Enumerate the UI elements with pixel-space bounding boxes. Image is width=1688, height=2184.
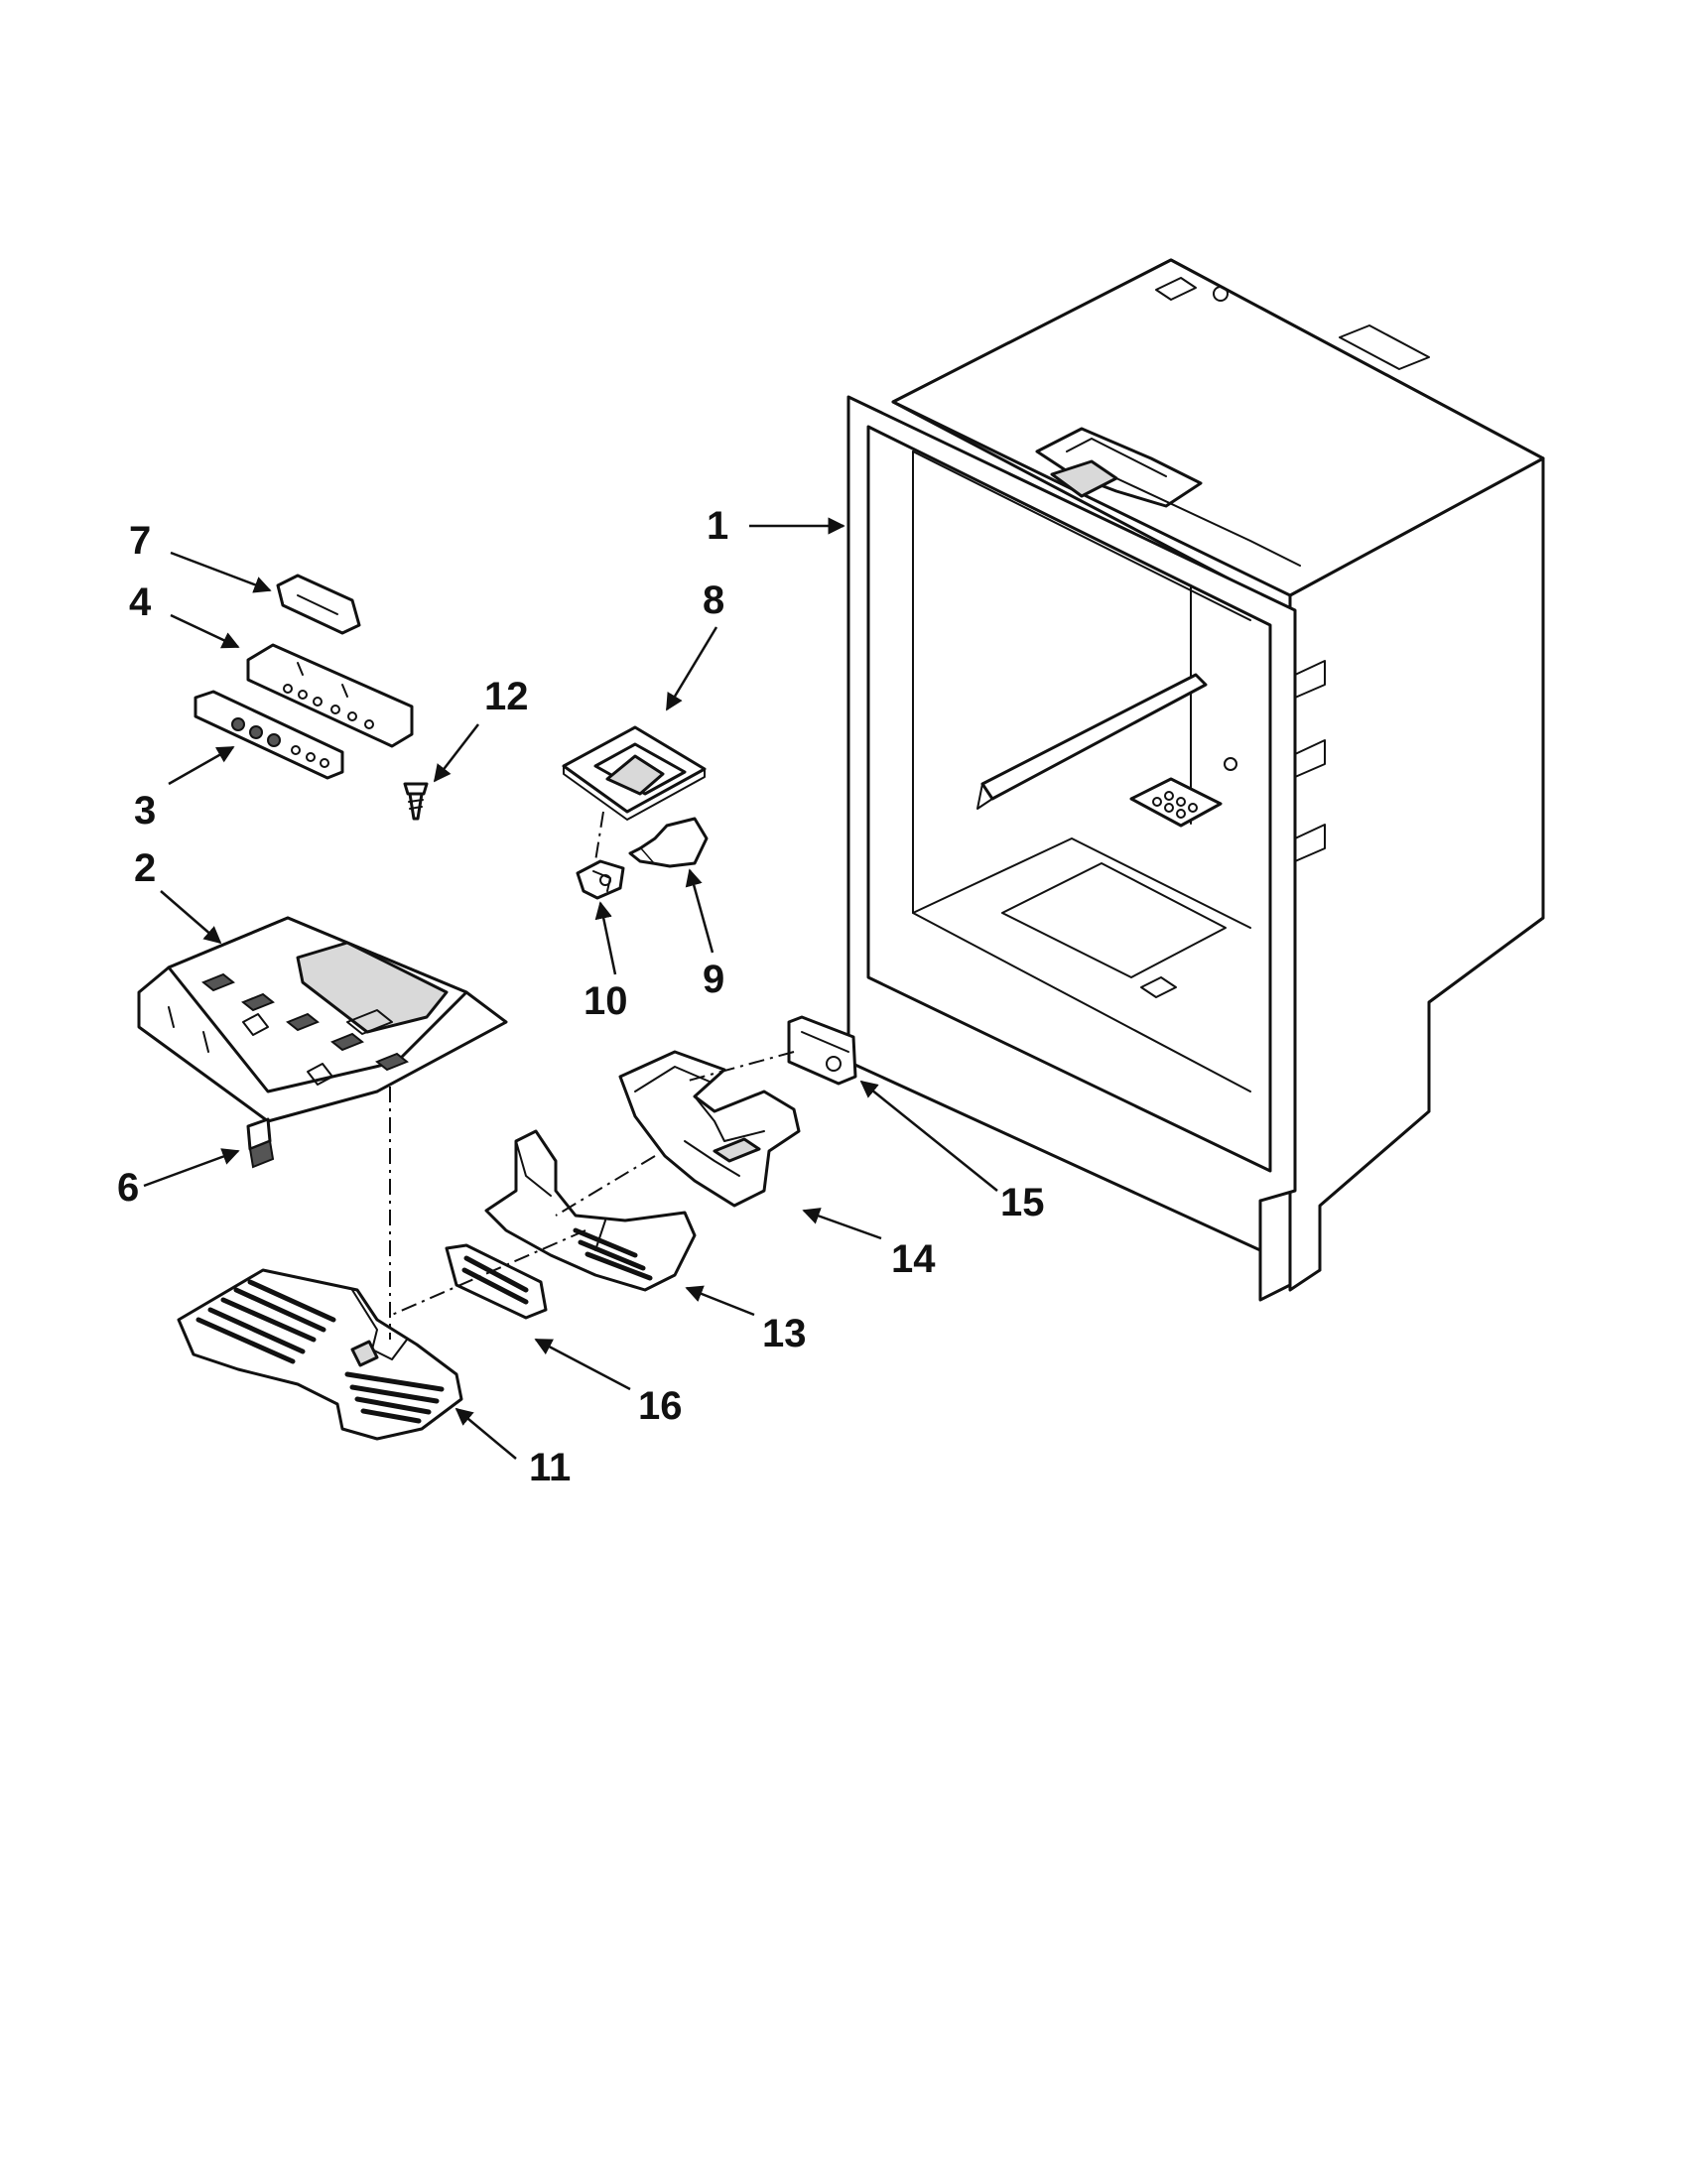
part-13-diffuser <box>484 1129 697 1292</box>
assembly-lines <box>389 811 795 1340</box>
part-15-damper-control <box>787 1015 857 1086</box>
leader-arrows <box>143 517 998 1460</box>
callout-16: 16 <box>638 1384 683 1428</box>
callout-12: 12 <box>484 675 529 718</box>
callout-15: 15 <box>1000 1181 1045 1224</box>
part-12-screw <box>403 782 429 821</box>
callout-2: 2 <box>134 846 156 890</box>
part-2-bracket <box>137 916 508 1123</box>
part-14-air-duct <box>618 1050 801 1208</box>
part-3-panel <box>194 690 344 780</box>
callout-10: 10 <box>584 979 628 1023</box>
callout-13: 13 <box>762 1312 807 1355</box>
part-16-grille <box>445 1243 548 1320</box>
part-9-bulb <box>628 817 709 868</box>
callout-6: 6 <box>117 1166 139 1210</box>
callout-labels: 1 2 3 4 6 7 8 9 10 11 12 13 14 15 16 <box>117 504 1045 1489</box>
part-8-light-housing <box>562 725 707 821</box>
callout-14: 14 <box>891 1237 936 1281</box>
callout-8: 8 <box>703 578 724 622</box>
callout-9: 9 <box>703 958 724 1001</box>
callout-4: 4 <box>129 580 152 624</box>
part-11-vent-cover <box>177 1268 463 1441</box>
callout-11: 11 <box>529 1446 571 1489</box>
callout-3: 3 <box>134 789 156 833</box>
callout-1: 1 <box>707 504 728 548</box>
part-1-liner <box>846 258 1545 1302</box>
part-10-socket <box>576 859 625 900</box>
part-6-switch <box>246 1117 275 1169</box>
part-7-cover <box>276 574 361 635</box>
callout-7: 7 <box>129 519 151 563</box>
part-4-housing <box>246 643 414 748</box>
